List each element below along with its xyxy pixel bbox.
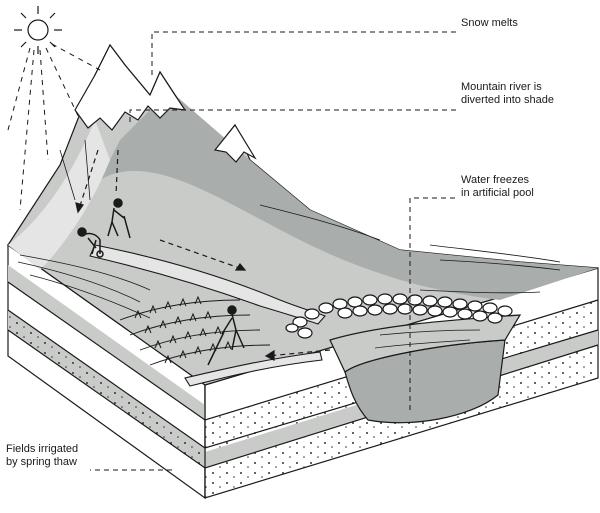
irrigated-fields (119, 295, 271, 366)
label-water-freezes: Water freezes in artificial pool (461, 174, 534, 200)
flow-arrows (75, 149, 331, 361)
artificial-pool (285, 293, 522, 424)
diverted-river (89, 244, 326, 387)
label-line: Fields irrigated (6, 443, 79, 455)
label-fields-irrigated: Fields irrigated by spring thaw (6, 443, 78, 469)
label-line: Mountain river is (461, 81, 542, 93)
label-river-diverted: Mountain river is diverted into shade (461, 81, 554, 107)
label-snow-melts: Snow melts (461, 17, 518, 30)
stone-wall (285, 293, 513, 339)
farmer-figure (77, 227, 104, 258)
label-line: Water freezes (461, 174, 530, 186)
label-line: Snow melts (461, 17, 518, 29)
label-line: diverted into shade (461, 94, 554, 106)
leader-lines (90, 31, 456, 471)
farmer-figure (107, 198, 131, 239)
farmer-figure (207, 305, 245, 366)
label-line: by spring thaw (6, 456, 77, 468)
label-line: in artificial pool (461, 187, 534, 199)
sun-icon (7, 6, 101, 211)
